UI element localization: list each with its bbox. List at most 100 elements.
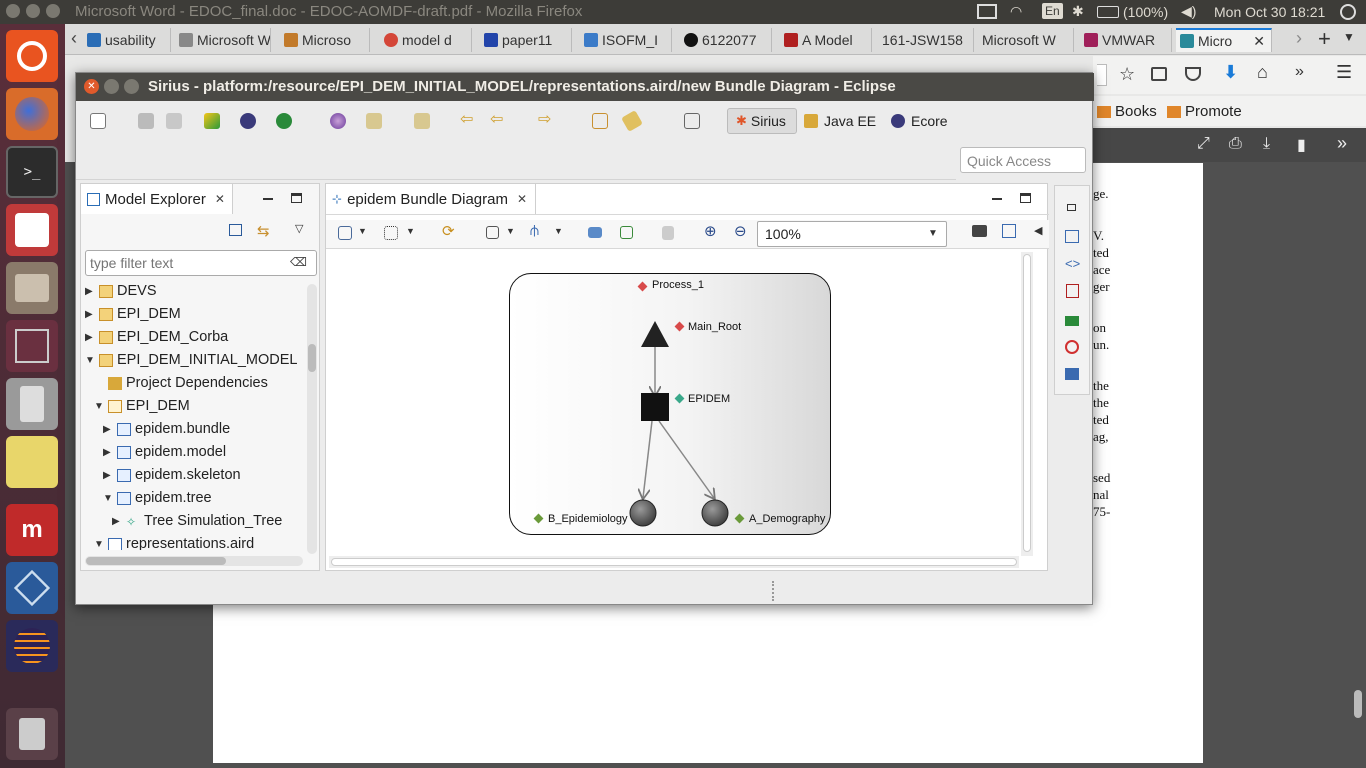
b-epidemiology-circle-node[interactable] bbox=[629, 499, 657, 527]
trash-icon[interactable] bbox=[6, 708, 58, 760]
arrange-all-icon[interactable] bbox=[384, 226, 398, 240]
firefox-tab[interactable]: Microso bbox=[280, 28, 370, 52]
firefox-tab[interactable]: A Model bbox=[780, 28, 872, 52]
firefox-tab[interactable]: paper11 bbox=[480, 28, 572, 52]
properties-icon[interactable] bbox=[1065, 230, 1079, 243]
expand-down-icon[interactable]: ▼ bbox=[85, 354, 95, 366]
close-icon[interactable] bbox=[6, 4, 20, 18]
model-explorer-tab[interactable]: Model Explorer ✕ bbox=[81, 184, 233, 214]
sirius-run-icon[interactable] bbox=[204, 113, 220, 129]
firefox-icon[interactable] bbox=[6, 88, 58, 140]
diagram-canvas[interactable]: Process_1 Main_Root EPIDEM B_Epidemiolog… bbox=[326, 249, 1021, 555]
pocket-icon[interactable] bbox=[1185, 67, 1201, 81]
expand-down-icon[interactable]: ▼ bbox=[94, 538, 104, 550]
error-log-icon[interactable] bbox=[1066, 284, 1079, 298]
volume-icon[interactable]: ◀) bbox=[1181, 3, 1197, 19]
expand-right-icon[interactable]: ▶ bbox=[103, 469, 111, 481]
overflow-icon[interactable]: » bbox=[1295, 63, 1304, 80]
filter-input[interactable] bbox=[90, 254, 280, 272]
menu-icon[interactable] bbox=[977, 4, 997, 19]
files-icon[interactable] bbox=[6, 262, 58, 314]
firefox-tab[interactable]: model d bbox=[380, 28, 472, 52]
clock[interactable]: Mon Oct 30 18:21 bbox=[1214, 4, 1326, 20]
tree-item[interactable]: ▼epidem.tree bbox=[103, 487, 212, 509]
minimize-icon[interactable] bbox=[104, 79, 119, 94]
dropdown-icon[interactable]: ▼ bbox=[406, 226, 415, 236]
tree-item[interactable]: ▶epidem.model bbox=[103, 441, 226, 463]
perspective-java-ee[interactable]: Java EE bbox=[804, 108, 876, 134]
mendeley-icon[interactable]: m bbox=[6, 504, 58, 556]
palette-toggle-icon[interactable]: ◀ bbox=[1034, 225, 1043, 237]
save-icon[interactable] bbox=[138, 113, 154, 129]
model-icon[interactable] bbox=[330, 113, 346, 129]
chevron-down-icon[interactable]: ▼ bbox=[928, 228, 938, 239]
quick-access-field[interactable]: Quick Access bbox=[960, 147, 1086, 173]
maximize-editor-icon[interactable] bbox=[1020, 193, 1031, 203]
process-container[interactable] bbox=[509, 273, 831, 535]
maximize-icon[interactable] bbox=[124, 79, 139, 94]
media-player-icon[interactable] bbox=[6, 378, 58, 430]
camera-icon[interactable] bbox=[972, 225, 987, 237]
edge-epidem-to-a-demography[interactable] bbox=[658, 420, 714, 498]
virtualbox-icon[interactable] bbox=[6, 562, 58, 614]
close-icon[interactable]: ✕ bbox=[214, 192, 225, 206]
url-bar-edge[interactable] bbox=[1097, 64, 1107, 86]
expand-right-icon[interactable]: ▶ bbox=[103, 446, 111, 458]
a-demography-circle-node[interactable] bbox=[701, 499, 729, 527]
bluetooth-icon[interactable]: ✱ bbox=[1072, 3, 1084, 19]
firefox-tab[interactable]: Microsoft W bbox=[175, 28, 271, 52]
minimize-editor-icon[interactable] bbox=[992, 198, 1002, 200]
firefox-tab-active[interactable]: Micro✕ bbox=[1176, 28, 1272, 52]
last-edit-icon[interactable]: ⇦ bbox=[460, 111, 474, 128]
bookmark-icon[interactable]: ▮ bbox=[1297, 137, 1306, 154]
firefox-tab[interactable]: 6122077 bbox=[680, 28, 772, 52]
editor-tab[interactable]: ⊹ epidem Bundle Diagram ✕ bbox=[326, 184, 536, 214]
library-icon[interactable] bbox=[1151, 67, 1167, 81]
downloads-icon[interactable]: ⬇ bbox=[1223, 62, 1239, 82]
maximize-view-icon[interactable] bbox=[291, 193, 302, 203]
firefox-tab[interactable]: VMWAR bbox=[1080, 28, 1172, 52]
expand-right-icon[interactable]: ▶ bbox=[85, 285, 93, 297]
tab-scroll-right-icon[interactable]: › bbox=[1296, 28, 1302, 48]
expand-down-icon[interactable]: ▼ bbox=[103, 492, 113, 504]
tree-item[interactable]: ▶EPI_DEM bbox=[85, 303, 181, 325]
dropdown-icon[interactable]: ▼ bbox=[554, 226, 563, 236]
tab-close-icon[interactable]: ✕ bbox=[1253, 32, 1265, 49]
perspective-ecore[interactable]: Ecore bbox=[891, 108, 948, 134]
run-icon[interactable] bbox=[276, 113, 292, 129]
pin-icon[interactable] bbox=[621, 110, 643, 132]
previous-annotation-icon[interactable] bbox=[414, 113, 430, 129]
diagram-vertical-scrollbar[interactable] bbox=[1021, 252, 1033, 556]
back-icon[interactable]: ⇦ bbox=[490, 111, 504, 128]
tree-item[interactable]: ▶epidem.skeleton bbox=[103, 464, 241, 486]
bookmark-folder[interactable]: Promote bbox=[1167, 103, 1242, 120]
outline-icon[interactable] bbox=[1002, 224, 1016, 238]
restore-icon[interactable] bbox=[1067, 204, 1076, 211]
expand-right-icon[interactable]: ▶ bbox=[85, 331, 93, 343]
download-icon[interactable]: ⤓ bbox=[1263, 135, 1271, 152]
refresh-icon[interactable]: ⟳ bbox=[442, 223, 455, 240]
maximize-icon[interactable] bbox=[46, 4, 60, 18]
new-tab-icon[interactable]: + bbox=[1318, 26, 1331, 51]
zoom-out-icon[interactable]: ⊖ bbox=[734, 223, 747, 240]
terminal-icon[interactable]: >_ bbox=[6, 146, 58, 198]
tools-overflow-icon[interactable]: » bbox=[1337, 133, 1348, 153]
bookmark-folder[interactable]: Books bbox=[1097, 103, 1157, 120]
close-icon[interactable]: ✕ bbox=[516, 192, 528, 206]
zoom-combo[interactable]: 100% ▼ bbox=[757, 221, 947, 247]
diagram-horizontal-scrollbar[interactable] bbox=[329, 556, 1019, 568]
link-with-editor-icon[interactable]: ⇆ bbox=[257, 223, 270, 240]
tree-item[interactable]: ▶epidem.bundle bbox=[103, 418, 230, 440]
tree-horizontal-scrollbar[interactable] bbox=[85, 556, 303, 566]
tasks-icon[interactable] bbox=[1065, 316, 1079, 326]
problems-icon[interactable] bbox=[1065, 340, 1079, 354]
tree-item[interactable]: ▶DEVS bbox=[85, 280, 157, 302]
select-all-icon[interactable] bbox=[338, 226, 352, 240]
zoom-in-icon[interactable]: ⊕ bbox=[704, 223, 717, 240]
tree-item[interactable]: ▼representations.aird bbox=[94, 533, 254, 550]
minimize-view-icon[interactable] bbox=[263, 198, 273, 200]
tree-item[interactable]: Project Dependencies bbox=[94, 372, 268, 394]
collapse-all-icon[interactable] bbox=[229, 224, 242, 236]
export-icon[interactable] bbox=[620, 226, 633, 239]
new-icon[interactable] bbox=[90, 113, 106, 129]
